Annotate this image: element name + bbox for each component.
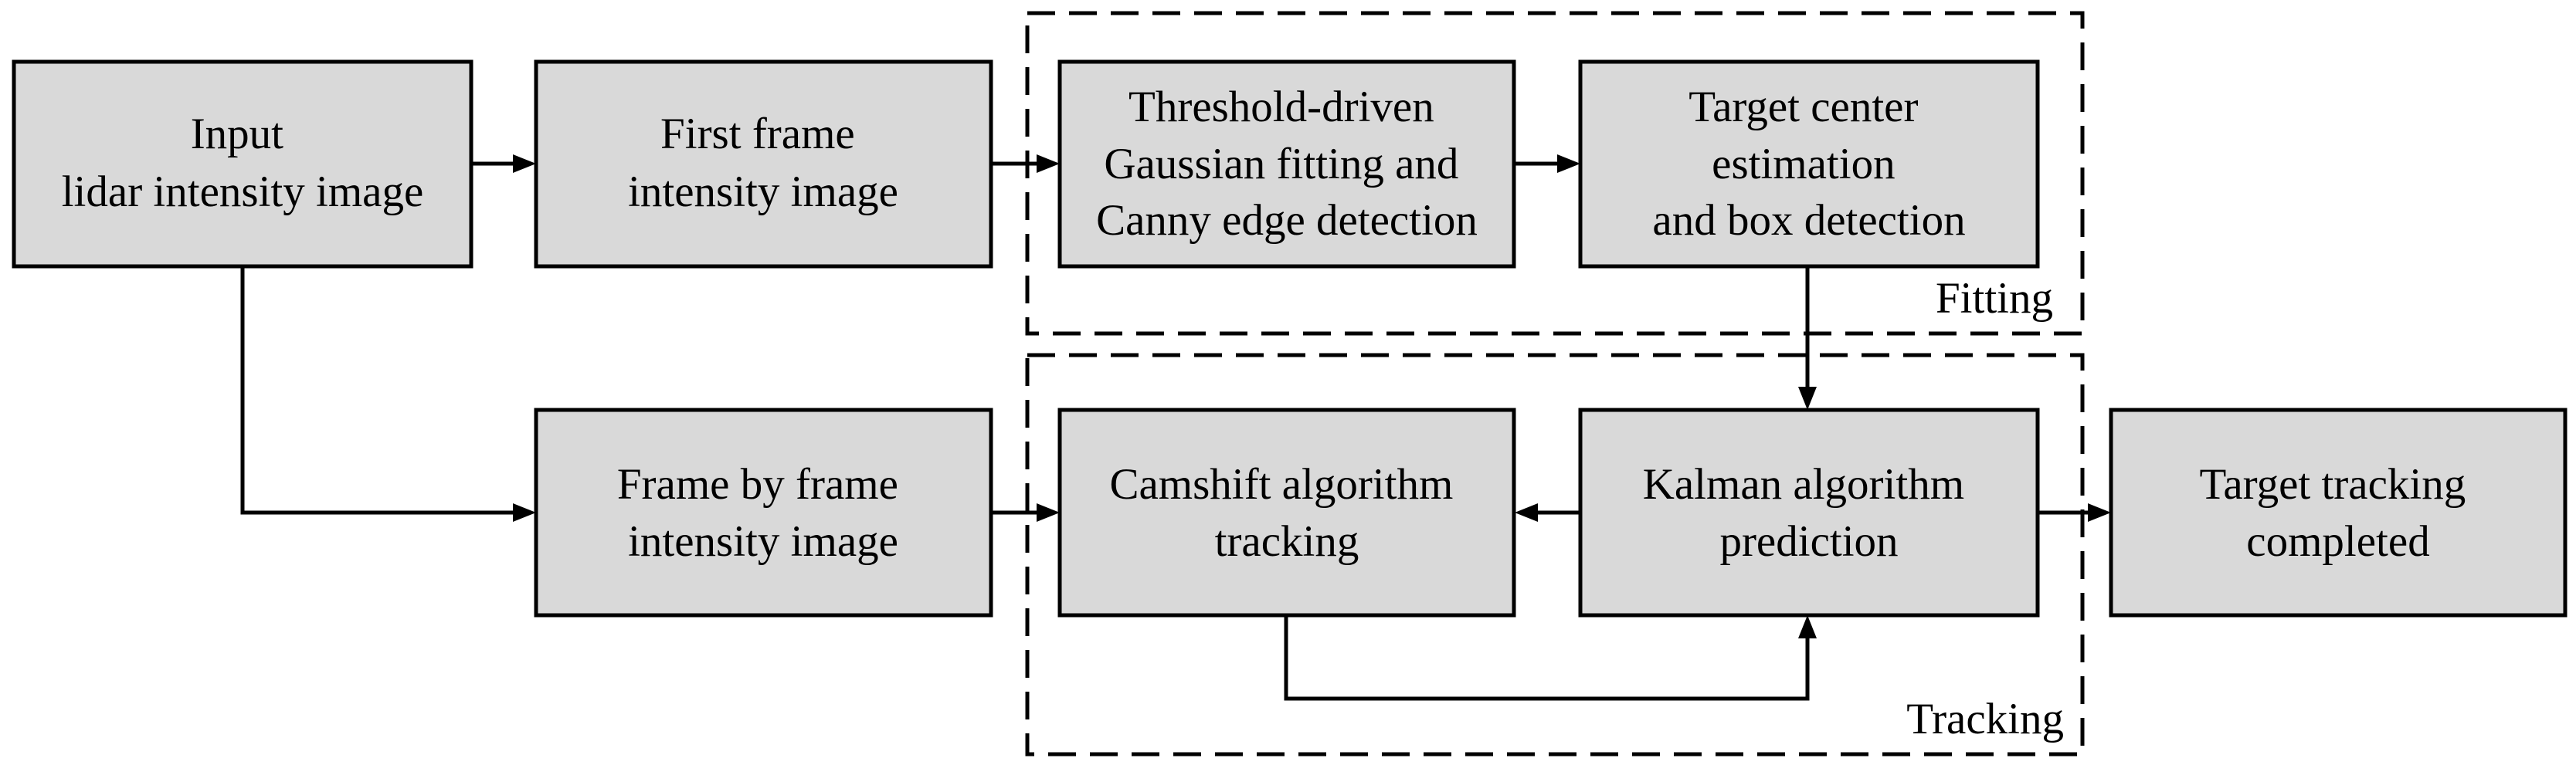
- arrowhead-frame-by-frame: [513, 503, 536, 522]
- camshift-box: [1057, 408, 1516, 618]
- first-frame-label: First frame intensity image: [628, 110, 898, 216]
- frame-by-frame-box: [534, 408, 993, 618]
- target-center-label-line: estimation: [1712, 140, 1895, 188]
- camshift-label: Camshift algorithm tracking: [1109, 460, 1464, 566]
- completed-label-line: Target tracking: [2200, 460, 2466, 509]
- target-center-label-line: Target center: [1688, 83, 1918, 131]
- input-label: Input lidar intensity image: [62, 110, 424, 216]
- first-frame-label-line: First frame: [660, 110, 855, 158]
- input-label-line: lidar intensity image: [62, 168, 424, 216]
- arrowhead-completed: [2088, 503, 2111, 522]
- frame-by-frame-label-line: intensity image: [628, 517, 898, 566]
- arrowheads: [513, 154, 2111, 638]
- arrowhead-camshift-from-left: [1037, 503, 1060, 522]
- edge-input-to-frame-by-frame: [240, 266, 519, 515]
- arrowhead-kalman-from-top: [1798, 387, 1817, 410]
- camshift-label-line: Camshift algorithm: [1109, 460, 1453, 509]
- camshift-label-line: tracking: [1215, 517, 1359, 566]
- target-center-box: [1578, 59, 2040, 269]
- completed-box: [2109, 408, 2568, 618]
- kalman-label: Kalman algorithm prediction: [1643, 460, 1976, 566]
- threshold-label-line: Gaussian fitting and: [1104, 140, 1458, 188]
- fitting-group-label: Fitting: [1936, 274, 2053, 323]
- arrowhead-kalman-from-bottom: [1798, 615, 1817, 638]
- input-label-line: Input: [191, 110, 283, 158]
- arrowhead-threshold: [1037, 154, 1060, 173]
- edge-camshift-to-kalman: [1284, 615, 1810, 701]
- threshold-label: Threshold-driven Gaussian fitting and Ca…: [1096, 83, 1478, 245]
- kalman-box: [1578, 408, 2040, 618]
- fitting-group-frame: [1025, 11, 2085, 336]
- target-center-label: Target center estimation and box detecti…: [1652, 83, 1965, 245]
- completed-label-line: completed: [2246, 517, 2429, 566]
- threshold-label-line: Threshold-driven: [1128, 83, 1434, 131]
- first-frame-box: [534, 59, 993, 269]
- arrowhead-first-frame: [513, 154, 536, 173]
- connectors: [240, 161, 2088, 701]
- target-center-label-line: and box detection: [1652, 196, 1965, 245]
- completed-label: Target tracking completed: [2200, 460, 2477, 566]
- arrowhead-target-center: [1557, 154, 1580, 173]
- input-box: [12, 59, 473, 269]
- tracking-group-frame: [1025, 353, 2085, 757]
- first-frame-label-line: intensity image: [628, 168, 898, 216]
- kalman-label-line: prediction: [1719, 517, 1898, 566]
- tracking-group-label: Tracking: [1906, 695, 2064, 743]
- threshold-box: [1057, 59, 1516, 269]
- arrowhead-camshift-from-kalman: [1515, 503, 1538, 522]
- threshold-label-line: Canny edge detection: [1096, 196, 1478, 245]
- kalman-label-line: Kalman algorithm: [1643, 460, 1964, 509]
- frame-by-frame-label-line: Frame by frame: [617, 460, 898, 509]
- frame-by-frame-label: Frame by frame intensity image: [617, 460, 909, 566]
